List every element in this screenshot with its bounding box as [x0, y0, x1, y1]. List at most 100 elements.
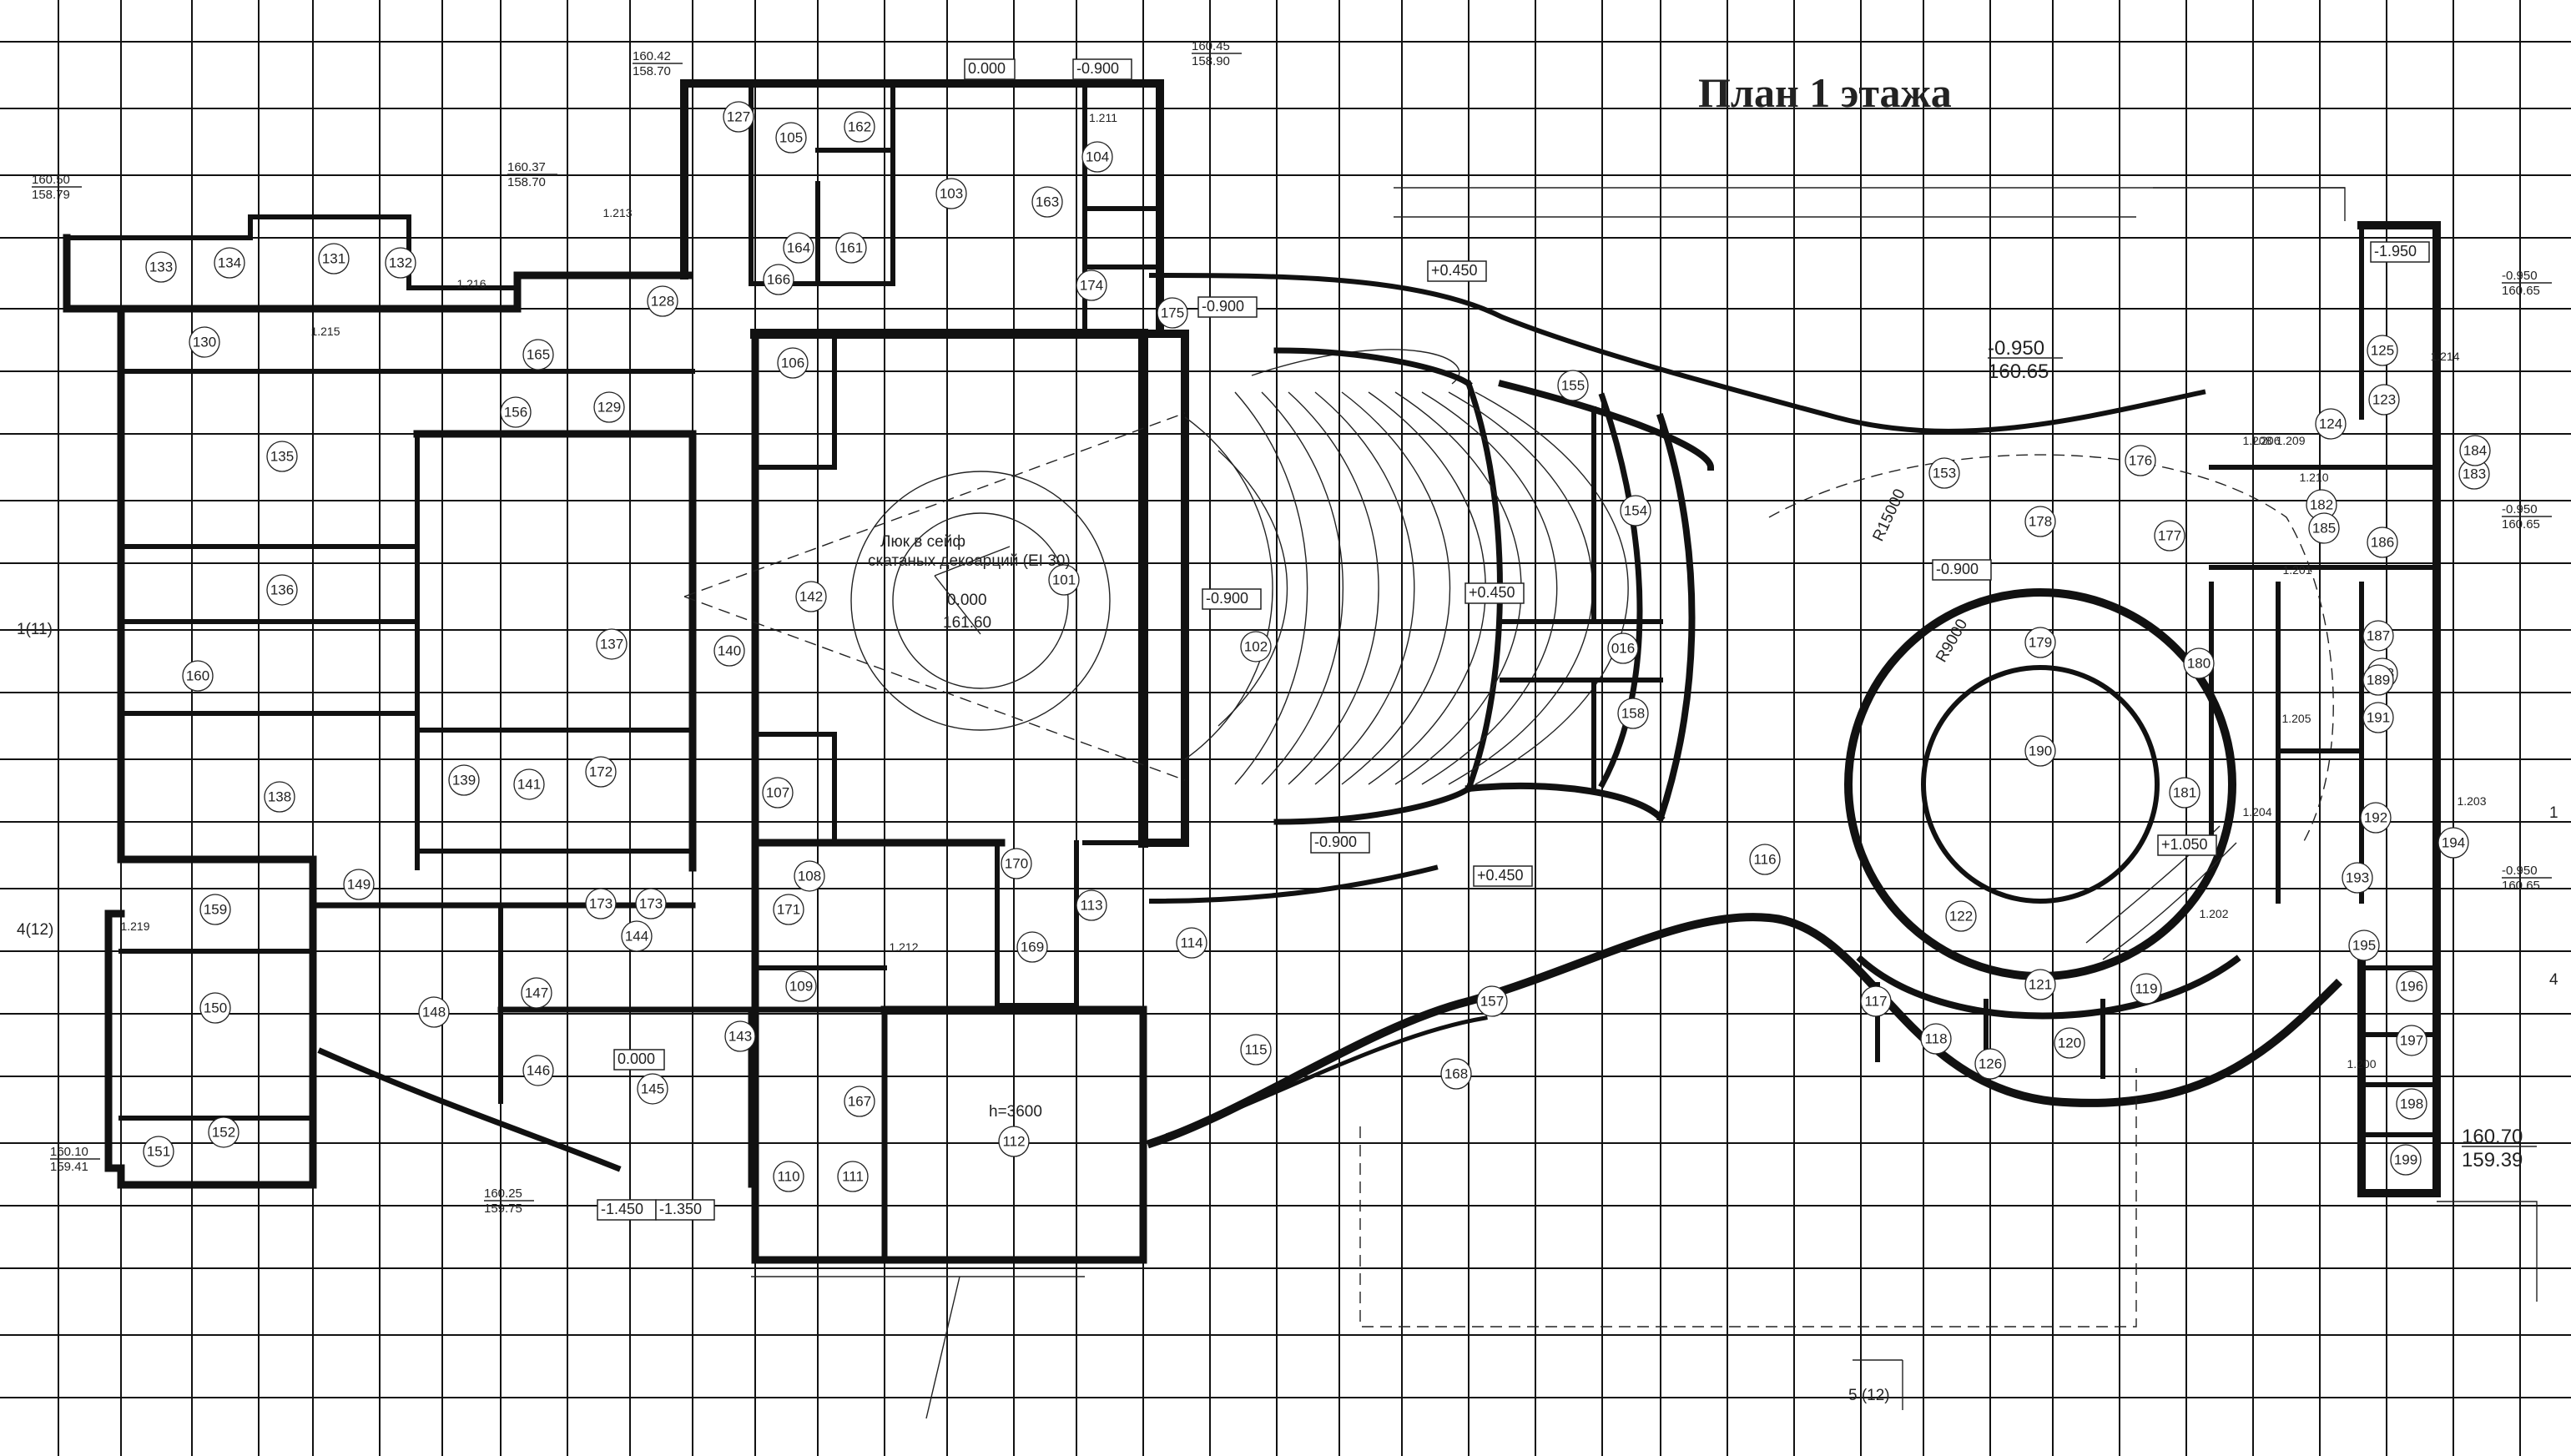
room-marker	[2362, 702, 2394, 733]
room-label: 111	[837, 1161, 869, 1192]
room-marker	[2342, 862, 2373, 894]
room-label: 1.219	[120, 919, 149, 933]
room-label: 165	[522, 339, 554, 370]
room-number: 1.219	[120, 919, 149, 933]
room-number: 166	[767, 272, 790, 288]
level-mark: 0.000	[613, 1049, 665, 1071]
room-number: 133	[149, 259, 173, 275]
room-marker	[264, 781, 295, 813]
room-label: 117	[1860, 985, 1892, 1017]
room-label: 120	[2054, 1027, 2085, 1059]
room-label: 197	[2396, 1025, 2427, 1056]
room-number: 1.213	[602, 206, 632, 219]
room-marker	[199, 894, 231, 925]
elevation-top: -0.950	[1988, 337, 2044, 360]
building-walls	[63, 79, 2538, 1419]
level-mark: -0.900	[1932, 559, 1992, 581]
room-label: 191	[2362, 702, 2394, 733]
room-label: 141	[513, 768, 545, 800]
room-marker	[775, 122, 807, 154]
room-number: 196	[2400, 979, 2423, 995]
room-label: 199	[2390, 1144, 2422, 1176]
room-number: 104	[1086, 149, 1109, 165]
room-number: 142	[799, 589, 823, 605]
room-marker	[773, 894, 804, 925]
room-number: 155	[1561, 378, 1585, 394]
room-number: 156	[504, 405, 527, 421]
room-number: 199	[2394, 1152, 2417, 1168]
room-label: 155	[1557, 370, 1589, 401]
room-marker	[1240, 631, 1272, 663]
room-number: 179	[2029, 635, 2052, 651]
room-marker	[2315, 408, 2347, 440]
room-number: 171	[777, 902, 800, 918]
room-number: 106	[781, 355, 804, 371]
room-label: 119	[2130, 973, 2162, 1005]
room-marker	[2024, 627, 2056, 658]
room-marker	[837, 1161, 869, 1192]
room-number: 154	[1624, 503, 1647, 519]
room-number: 1.201	[2282, 563, 2311, 577]
room-number: 131	[322, 251, 345, 267]
room-number: 1.204	[2242, 805, 2271, 819]
room-number: 183	[2463, 466, 2486, 482]
room-marker	[2169, 777, 2200, 809]
level-box	[2157, 834, 2217, 856]
room-number: 151	[147, 1144, 170, 1160]
room-number: 169	[1021, 940, 1044, 955]
elevation-top: 160.70	[2462, 1126, 2523, 1148]
level-box	[1197, 296, 1258, 318]
room-number: 127	[727, 109, 750, 125]
room-number: 1.205	[2281, 712, 2311, 725]
room-label: 115	[1240, 1034, 1272, 1066]
room-label: 1.215	[310, 325, 340, 338]
level-mark: -0.900	[1197, 296, 1258, 318]
room-marker	[1157, 297, 1188, 329]
room-marker	[343, 869, 375, 900]
room-number: 190	[2029, 743, 2052, 759]
room-label: 137	[596, 628, 628, 660]
level-mark: -0.900	[1072, 58, 1132, 80]
level-box	[655, 1199, 715, 1221]
room-number: 191	[2367, 710, 2390, 726]
room-marker	[448, 764, 480, 796]
room-number: 158	[1621, 706, 1645, 722]
seat-row	[1475, 391, 1629, 785]
room-number: 157	[1480, 994, 1504, 1010]
room-number: 185	[2312, 521, 2336, 537]
room-number: 138	[268, 789, 291, 805]
room-label: 189	[2362, 664, 2394, 696]
level-mark: 0.000	[964, 58, 1016, 80]
room-marker	[785, 970, 817, 1002]
level-value: -1.450	[601, 1201, 643, 1217]
room-marker	[2396, 1025, 2427, 1056]
elevation-bottom: 159.39	[2462, 1149, 2523, 1171]
room-label: 113	[1076, 889, 1107, 921]
room-marker	[2348, 930, 2380, 961]
room-marker	[513, 768, 545, 800]
room-marker	[2130, 973, 2162, 1005]
room-marker	[1001, 848, 1032, 879]
level-mark: -0.900	[1310, 832, 1370, 854]
elevation-bottom: 158.70	[633, 64, 671, 78]
room-number: 147	[525, 985, 548, 1001]
room-label: 145	[637, 1073, 668, 1105]
elevation-top: 160.45	[1192, 39, 1230, 53]
room-number: 114	[1180, 935, 1202, 951]
room-marker	[1081, 141, 1113, 173]
room-number: 194	[2442, 835, 2465, 851]
room-number: 184	[2463, 443, 2487, 459]
room-number: 143	[728, 1029, 752, 1045]
room-number: 121	[2029, 977, 2052, 993]
room-number: 186	[2371, 535, 2394, 551]
room-label: 105	[775, 122, 807, 154]
room-label: 196	[2396, 970, 2427, 1002]
plan-title: План 1 этажа	[1698, 69, 1952, 116]
room-marker	[2362, 664, 2394, 696]
level-mark: +0.450	[1473, 865, 1533, 887]
room-label: 190	[2024, 735, 2056, 767]
room-marker	[2367, 526, 2398, 558]
